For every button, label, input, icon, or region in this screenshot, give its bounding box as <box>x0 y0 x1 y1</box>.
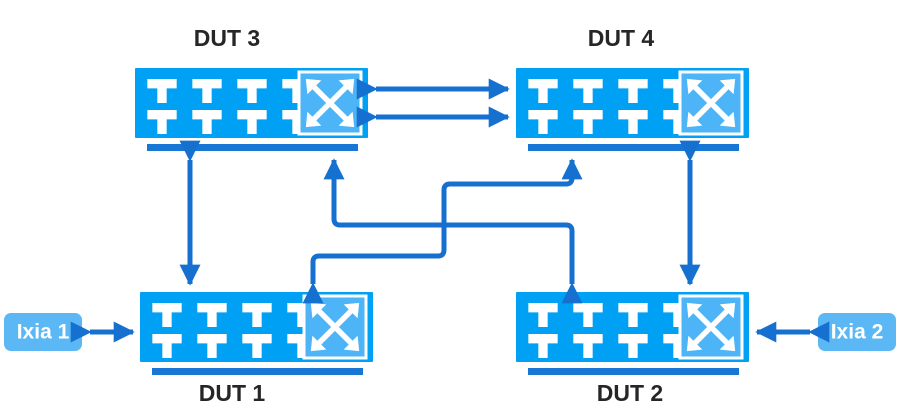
device-dut2[interactable]: DUT 2 <box>516 292 749 406</box>
ixia1-label: Ixia 1 <box>17 321 70 344</box>
device-dut3[interactable]: DUT 3 <box>135 25 368 151</box>
tester-ixia2[interactable]: Ixia 2 <box>818 313 896 351</box>
ixia1-box <box>4 313 82 351</box>
ixia2-box <box>818 313 896 351</box>
dut4-crossbar-switch-icon <box>678 70 744 136</box>
link-dut4-dut1-cross[interactable] <box>302 158 583 304</box>
ixia2-label: Ixia 2 <box>831 321 884 344</box>
dut3-crossbar-switch-icon <box>297 70 363 136</box>
dut1-label: DUT 1 <box>199 380 266 406</box>
tester-ixia1[interactable]: Ixia 1 <box>4 313 82 351</box>
dut4-backplane-bar <box>528 144 739 151</box>
link-dut3-dut2-cross[interactable] <box>323 158 583 304</box>
dut1-crossbar-switch-icon <box>302 294 368 360</box>
dut3-label: DUT 3 <box>194 25 260 51</box>
device-dut4[interactable]: DUT 4 <box>516 25 749 151</box>
dut2-backplane-bar <box>528 368 739 375</box>
dut2-crossbar-switch-icon <box>678 294 744 360</box>
dut4-label: DUT 4 <box>588 25 655 51</box>
dut2-label: DUT 2 <box>597 380 663 406</box>
dut1-backplane-bar <box>152 368 363 375</box>
device-dut1[interactable]: DUT 1 <box>140 292 373 406</box>
dut3-backplane-bar <box>147 144 358 151</box>
